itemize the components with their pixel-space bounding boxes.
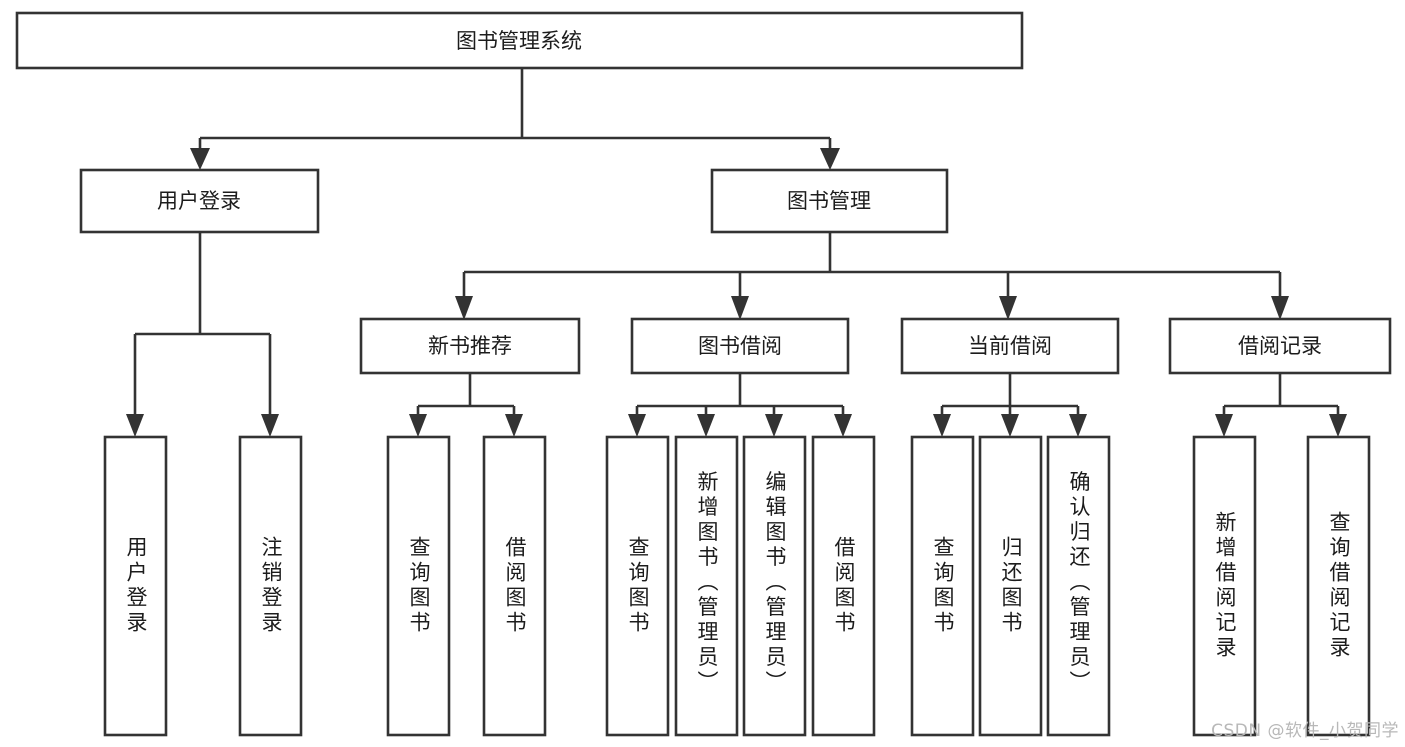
node-leaf-borrow-book-1[interactable]: 借阅图书: [482, 435, 547, 737]
arrowhead-leaf-user-logout: [261, 414, 279, 437]
arrowhead-leaf-return-book: [1001, 414, 1019, 437]
node-new-book-rec-label: 新书推荐: [428, 334, 512, 358]
node-leaf-query-book-3[interactable]: 查询图书: [910, 435, 975, 737]
arrowhead-book-borrow: [731, 296, 749, 320]
node-book-manage[interactable]: 图书管理: [710, 168, 949, 234]
node-leaf-borrow-book-2-box[interactable]: [811, 435, 876, 737]
node-book-borrow-box[interactable]: [630, 317, 850, 375]
node-user-login[interactable]: 用户登录: [79, 168, 320, 234]
node-leaf-borrow-book-1-label: 借阅图书: [503, 536, 527, 636]
node-leaf-user-login-label: 用户登录: [124, 536, 148, 636]
node-leaf-query-book-2[interactable]: 查询图书: [605, 435, 670, 737]
arrowhead-borrow-record: [1271, 296, 1289, 320]
node-leaf-add-book[interactable]: 新增图书（管理员）: [674, 435, 739, 737]
node-leaf-query-record-box[interactable]: [1306, 435, 1371, 737]
node-leaf-query-book-3-label: 查询图书: [931, 536, 955, 636]
node-leaf-add-book-label: 新增图书（管理员）: [695, 471, 719, 696]
connector-group-book-manage-children: [455, 232, 1289, 320]
arrowhead-leaf-borrow-book-2: [834, 414, 852, 437]
node-user-login-label: 用户登录: [157, 189, 241, 213]
connector-group-borrow-record-children: [1215, 373, 1347, 437]
arrowhead-current-borrow: [999, 296, 1017, 320]
connector-group-new-book-rec-children: [409, 373, 523, 437]
connector-group-user-login-children: [126, 232, 279, 437]
node-leaf-add-book-box[interactable]: [674, 435, 739, 737]
connector-group-root-to-level2: [190, 68, 840, 170]
arrowhead-leaf-user-login: [126, 414, 144, 437]
arrowhead-leaf-query-book-2: [628, 414, 646, 437]
arrowhead-leaf-edit-book: [765, 414, 783, 437]
node-leaf-return-book[interactable]: 归还图书: [978, 435, 1043, 737]
node-leaf-edit-book-label: 编辑图书（管理员）: [763, 471, 787, 696]
arrowhead-leaf-confirm-return: [1069, 414, 1087, 437]
node-leaf-query-book-2-box[interactable]: [605, 435, 670, 737]
node-leaf-add-record-box[interactable]: [1192, 435, 1257, 737]
node-new-book-rec-box[interactable]: [359, 317, 581, 375]
connector-group-current-borrow-children: [933, 373, 1087, 437]
node-leaf-confirm-return-box[interactable]: [1046, 435, 1111, 737]
node-root-box[interactable]: [15, 11, 1024, 70]
csdn-watermark: CSDN @软件_小贺同学: [1211, 721, 1399, 741]
arrowhead-leaf-add-book: [697, 414, 715, 437]
node-leaf-query-book-1-label: 查询图书: [407, 536, 431, 636]
arrowhead-book-manage: [820, 148, 840, 170]
node-leaf-user-login[interactable]: 用户登录: [103, 435, 168, 737]
node-leaf-add-record[interactable]: 新增借阅记录: [1192, 435, 1257, 737]
node-leaf-edit-book-box[interactable]: [742, 435, 807, 737]
node-leaf-return-book-label: 归还图书: [999, 536, 1023, 636]
node-book-borrow[interactable]: 图书借阅: [630, 317, 850, 375]
node-leaf-return-book-box[interactable]: [978, 435, 1043, 737]
node-book-manage-label: 图书管理: [787, 189, 871, 213]
node-leaf-user-logout[interactable]: 注销登录: [238, 435, 303, 737]
node-leaf-query-book-1[interactable]: 查询图书: [386, 435, 451, 737]
arrowhead-user-login: [190, 148, 210, 170]
node-book-manage-box[interactable]: [710, 168, 949, 234]
node-leaf-edit-book[interactable]: 编辑图书（管理员）: [742, 435, 807, 737]
node-leaf-query-record-label: 查询借阅记录: [1327, 511, 1351, 661]
node-leaf-borrow-book-2-label: 借阅图书: [832, 536, 856, 636]
node-root-label: 图书管理系统: [456, 29, 582, 53]
node-book-borrow-label: 图书借阅: [698, 334, 782, 358]
node-leaf-borrow-book-1-box[interactable]: [482, 435, 547, 737]
node-leaf-borrow-book-2[interactable]: 借阅图书: [811, 435, 876, 737]
node-leaf-add-record-label: 新增借阅记录: [1213, 511, 1237, 661]
node-leaf-confirm-return[interactable]: 确认归还（管理员）: [1046, 435, 1111, 737]
node-leaf-user-logout-box[interactable]: [238, 435, 303, 737]
arrowhead-leaf-query-record: [1329, 414, 1347, 437]
node-leaf-query-book-3-box[interactable]: [910, 435, 975, 737]
node-user-login-box[interactable]: [79, 168, 320, 234]
arrowhead-leaf-query-book-3: [933, 414, 951, 437]
node-leaf-query-record[interactable]: 查询借阅记录: [1306, 435, 1371, 737]
node-leaf-user-logout-label: 注销登录: [259, 536, 283, 636]
node-borrow-record-label: 借阅记录: [1238, 334, 1322, 358]
node-leaf-user-login-box[interactable]: [103, 435, 168, 737]
node-leaf-query-book-1-box[interactable]: [386, 435, 451, 737]
node-current-borrow-label: 当前借阅: [968, 334, 1052, 358]
node-current-borrow-box[interactable]: [900, 317, 1120, 375]
node-new-book-rec[interactable]: 新书推荐: [359, 317, 581, 375]
arrowhead-leaf-borrow-book-1: [505, 414, 523, 437]
arrowhead-new-book-rec: [455, 296, 473, 320]
arrowhead-leaf-query-book-1: [409, 414, 427, 437]
node-leaf-query-book-2-label: 查询图书: [626, 536, 650, 636]
node-borrow-record[interactable]: 借阅记录: [1168, 317, 1392, 375]
node-borrow-record-box[interactable]: [1168, 317, 1392, 375]
node-root[interactable]: 图书管理系统: [15, 11, 1024, 70]
connector-group-book-borrow-children: [628, 373, 852, 437]
arrowhead-leaf-add-record: [1215, 414, 1233, 437]
node-current-borrow[interactable]: 当前借阅: [900, 317, 1120, 375]
node-leaf-confirm-return-label: 确认归还（管理员）: [1067, 471, 1091, 696]
